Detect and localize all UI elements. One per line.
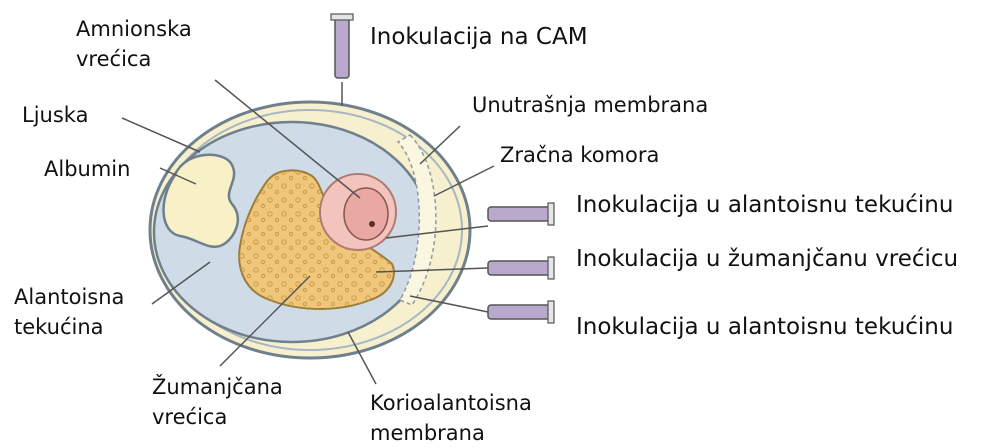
label-albumin: Albumin: [44, 154, 130, 184]
label-inoc-allantoic-1: Inokulacija u alantoisnu tekućinu: [576, 190, 953, 220]
label-inner-membrane: Unutrašnja membrana: [472, 90, 708, 120]
syringe-allantoic-2: [488, 301, 554, 323]
label-air-chamber: Zračna komora: [500, 140, 659, 170]
label-shell: Ljuska: [22, 100, 88, 130]
label-inoc-cam: Inokulacija na CAM: [370, 22, 588, 52]
label-inoc-yolk: Inokulacija u žumanjčanu vrećicu: [576, 244, 958, 274]
embryo: [344, 188, 388, 240]
label-inoc-allantoic-2: Inokulacija u alantoisnu tekućinu: [576, 312, 953, 342]
leader-shell: [122, 118, 200, 152]
syringe-cam: [331, 14, 353, 78]
embryo-eye: [369, 221, 375, 227]
syringe-allantoic-1: [488, 203, 554, 225]
syringe-yolk: [488, 257, 554, 279]
